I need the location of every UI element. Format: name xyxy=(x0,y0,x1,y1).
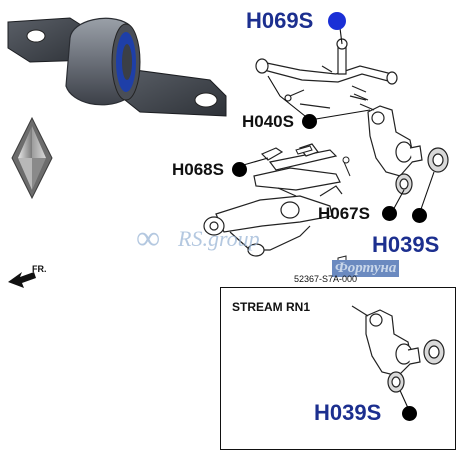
bolt-icon xyxy=(295,145,351,177)
part-h040s-dot xyxy=(302,114,317,129)
knuckle-assembly xyxy=(359,103,449,195)
inset-title: STREAM RN1 xyxy=(232,300,311,314)
inset-code-label: H039S xyxy=(314,400,382,425)
inset-panel xyxy=(220,287,456,450)
part-h067s-dot xyxy=(382,206,397,221)
part-h039s-label: H039S xyxy=(372,232,440,257)
main-code-dot xyxy=(328,12,346,30)
main-code-label: H069S xyxy=(246,8,314,33)
brand-diamond-icon xyxy=(11,116,53,200)
front-marker-label: FR. xyxy=(32,264,47,274)
bushing-photo xyxy=(7,17,227,117)
infinity-logo-icon: ∞ xyxy=(136,220,161,257)
part-h068s-label: H068S xyxy=(172,160,224,179)
part-h068s-dot xyxy=(232,162,247,177)
part-h039s-dot xyxy=(412,208,427,223)
upper-arm-assembly xyxy=(255,38,398,109)
lower-arm-assembly xyxy=(203,143,343,257)
inset-knuckle-assembly xyxy=(351,305,445,393)
front-arrow-icon xyxy=(8,272,36,288)
inset-code-dot xyxy=(402,406,417,421)
part-h040s-label: H040S xyxy=(242,112,294,131)
brand-watermark: Фортуна xyxy=(332,260,400,277)
site-watermark: RS.group xyxy=(178,226,260,251)
part-h067s-label: H067S xyxy=(318,204,370,223)
part-number-label: 52367-S7A-000 xyxy=(294,274,358,284)
